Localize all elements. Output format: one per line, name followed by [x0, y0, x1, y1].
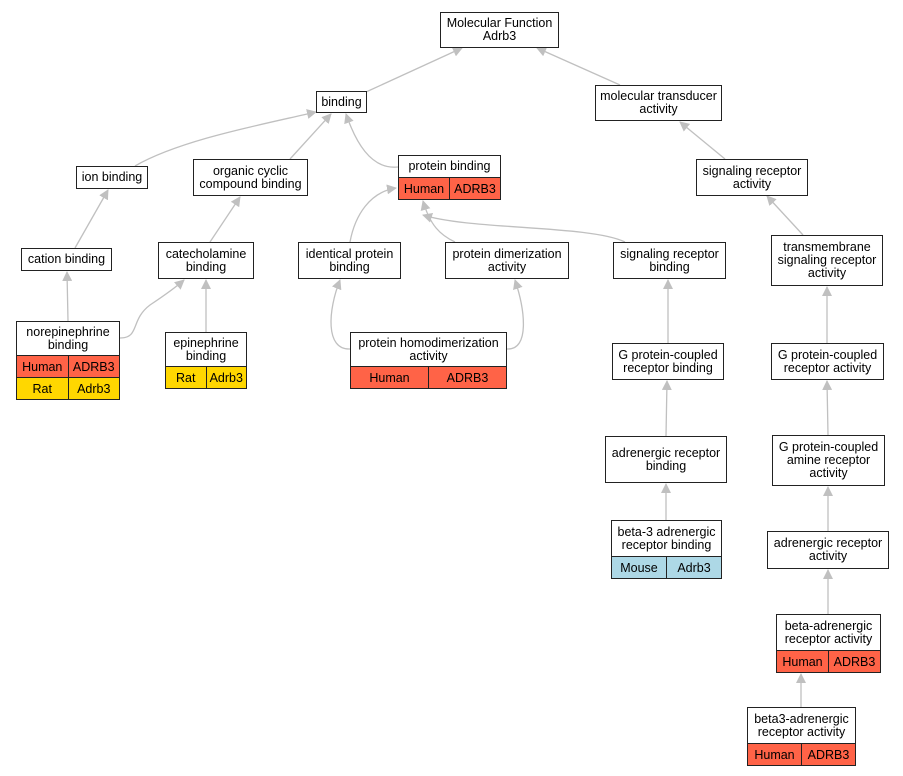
term-label: molecular transducer activity — [600, 89, 717, 116]
go-term-mta[interactable]: molecular transducer activity — [595, 85, 722, 121]
go-term-gpcrb[interactable]: G protein-coupled receptor binding — [612, 343, 724, 380]
annotation-species: Human — [754, 747, 795, 762]
term-label: Molecular Function Adrb3 — [446, 16, 553, 43]
annotation-species: Human — [369, 370, 410, 385]
term-label: epinephrine binding — [173, 335, 239, 363]
term-label: G protein-coupled receptor binding — [618, 347, 718, 375]
annotation-row: Human ADRB3 — [399, 177, 500, 199]
go-term-tsra[interactable]: transmembrane signaling receptor activit… — [771, 235, 883, 286]
annotation-species: Human — [22, 359, 63, 374]
go-term-cation[interactable]: cation binding — [21, 248, 112, 271]
edge-cation-to-ion — [74, 189, 109, 249]
edge-sra-to-mta — [679, 121, 726, 160]
edge-gpcaa-to-gpcra — [822, 380, 833, 436]
annotation-row: Human ADRB3 — [351, 366, 506, 388]
edge-mta-to-mf — [536, 47, 621, 86]
term-label: protein dimerization activity — [452, 246, 562, 274]
term-label: G protein-coupled amine receptor activit… — [778, 440, 879, 480]
edge-tsra-to-sra — [766, 195, 804, 236]
edge-phd-to-ipb — [330, 279, 351, 350]
go-term-ion[interactable]: ion binding — [76, 166, 148, 189]
annotation-species: Human — [403, 181, 445, 196]
edge-srb-to-pb — [422, 212, 626, 243]
edge-nb-to-cat — [119, 279, 185, 339]
term-label: binding — [321, 94, 362, 109]
term-label: ion binding — [81, 170, 143, 184]
term-label: organic cyclic compound binding — [199, 163, 302, 191]
annotation-species: Rat — [32, 381, 52, 396]
go-term-pda[interactable]: protein dimerization activity — [445, 242, 569, 279]
term-label: beta-3 adrenergic receptor binding — [617, 524, 716, 552]
edge-pb-to-binding — [344, 113, 399, 168]
go-term-gpcra[interactable]: G protein-coupled receptor activity — [771, 343, 884, 380]
annotation-row: Rat Adrb3 — [166, 366, 246, 388]
term-label: G protein-coupled receptor activity — [777, 347, 878, 375]
edge-ion-to-binding — [134, 109, 317, 167]
edge-ocb-to-binding — [289, 113, 332, 160]
annotation-gene: ADRB3 — [828, 651, 880, 672]
edge-ipb-to-pb — [349, 184, 397, 243]
term-label: beta3-adrenergic receptor activity — [754, 711, 849, 739]
annotation-gene: Adrb3 — [67, 378, 120, 399]
annotation-row: Rat Adrb3 — [17, 377, 119, 399]
go-term-binding[interactable]: binding — [316, 91, 367, 113]
go-term-arb[interactable]: adrenergic receptor binding — [605, 436, 727, 483]
annotation-row: Human ADRB3 — [17, 355, 119, 377]
go-term-ipb[interactable]: identical protein binding — [298, 242, 401, 279]
term-label: catecholamine binding — [165, 246, 247, 274]
annotation-gene: Adrb3 — [205, 367, 247, 388]
term-label: cation binding — [27, 252, 106, 266]
term-label: adrenergic receptor activity — [773, 536, 883, 563]
go-term-sra[interactable]: signaling receptor activity — [696, 159, 808, 196]
term-label: transmembrane signaling receptor activit… — [777, 240, 877, 280]
edge-nb-to-cation — [62, 271, 73, 322]
go-term-mf[interactable]: Molecular Function Adrb3 — [440, 12, 559, 48]
edge-phd-to-pda — [506, 279, 525, 350]
annotation-row: Human ADRB3 — [748, 743, 855, 765]
term-label: beta-adrenergic receptor activity — [784, 618, 873, 646]
edge-cat-to-ocb — [209, 196, 241, 243]
annotation-gene: ADRB3 — [801, 744, 855, 765]
go-term-srb[interactable]: signaling receptor binding — [613, 242, 726, 279]
go-term-ara[interactable]: adrenergic receptor activity — [767, 531, 889, 569]
annotation-species: Human — [782, 654, 823, 669]
annotation-row: Mouse Adrb3 — [612, 556, 721, 578]
edge-pda-to-pb — [420, 200, 456, 243]
annotation-gene: ADRB3 — [449, 178, 500, 199]
term-label: signaling receptor activity — [702, 163, 802, 191]
term-label: norepinephrine binding — [26, 324, 110, 352]
annotation-row: Human ADRB3 — [777, 650, 880, 672]
go-term-gpcaa[interactable]: G protein-coupled amine receptor activit… — [772, 435, 885, 486]
annotation-gene: Adrb3 — [666, 557, 721, 578]
edge-arb-to-gpcrb — [661, 380, 672, 437]
term-label: protein binding — [408, 159, 491, 173]
term-label: protein homodimerization activity — [358, 335, 499, 363]
annotation-species: Rat — [176, 370, 196, 385]
annotation-species: Mouse — [620, 560, 658, 575]
edge-binding-to-mf — [365, 47, 463, 93]
go-term-ocb[interactable]: organic cyclic compound binding — [193, 159, 308, 196]
term-label: signaling receptor binding — [620, 246, 719, 274]
annotation-gene: ADRB3 — [67, 356, 120, 377]
term-label: identical protein binding — [305, 246, 394, 274]
annotation-gene: ADRB3 — [428, 367, 506, 388]
term-label: adrenergic receptor binding — [611, 445, 721, 473]
go-term-cat[interactable]: catecholamine binding — [158, 242, 254, 279]
